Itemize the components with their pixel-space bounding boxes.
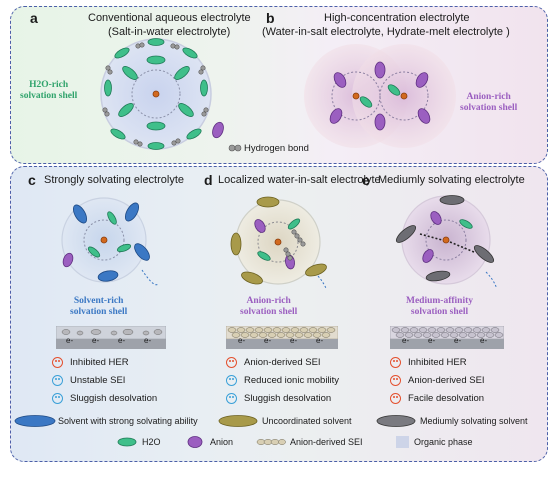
panel-a-subtitle: (Salt-in-water electrolyte) <box>108 26 231 38</box>
panel-d-letter: d <box>204 172 213 188</box>
panel-b-letter: b <box>266 10 275 26</box>
panel-b-solvation-diagram <box>304 44 456 148</box>
panel-e-electron-3: e- <box>454 336 462 345</box>
panel-a-solvation-diagram <box>100 38 224 150</box>
organic-phase-legend-icon <box>396 436 409 448</box>
panel-b-title: High-concentration electrolyte <box>324 12 470 24</box>
panel-d-title: Localized water-in-salt electrolyte <box>218 174 381 186</box>
panel-a-title: Conventional aqueous electrolyte <box>88 12 251 24</box>
happy-face-icon <box>52 357 63 368</box>
panel-d-electrode <box>226 326 338 349</box>
anion-legend-icon <box>187 436 203 448</box>
anion-sei-legend-icon <box>256 439 286 445</box>
h2o-legend-icon <box>117 437 137 447</box>
happy-face-icon <box>390 357 401 368</box>
happy-face-icon <box>390 393 401 404</box>
legend-h2o: H2O <box>142 437 161 447</box>
panel-d-electron-3: e- <box>290 336 298 345</box>
uncoordinated-solvent-legend-icon <box>218 415 258 427</box>
sad-face-icon <box>52 393 63 404</box>
legend-organic-phase: Organic phase <box>414 437 473 447</box>
panel-c-outcome-3: Sluggish desolvation <box>70 393 158 404</box>
hydrogen-bond-label: Hydrogen bond <box>244 143 309 154</box>
hydrogen-bond-icon <box>228 144 242 152</box>
panel-d-outcome-2: Reduced ionic mobility <box>244 375 340 386</box>
happy-face-icon <box>226 357 237 368</box>
panel-b-subtitle: (Water-in-salt electrolyte, Hydrate-melt… <box>262 26 510 38</box>
panel-c-solvation-diagram <box>61 197 159 286</box>
panel-d-solvation-diagram <box>230 196 327 288</box>
panel-c-letter: c <box>28 172 36 188</box>
panel-e-outcome-2: Anion-derived SEI <box>408 375 485 386</box>
panel-d-electron-1: e- <box>238 336 246 345</box>
panel-c-outcome-2: Unstable SEI <box>70 375 126 386</box>
panel-e-electron-4: e- <box>480 336 488 345</box>
panel-e-electron-2: e- <box>428 336 436 345</box>
happy-face-icon <box>390 375 401 386</box>
legend-medium-solvent: Mediumly solvating solvent <box>420 416 528 426</box>
panel-e-title: Mediumly solvating electrolyte <box>378 174 525 186</box>
legend-anion-sei: Anion-derived SEI <box>290 437 363 447</box>
legend-strong-solvent: Solvent with strong solvating ability <box>58 416 198 426</box>
panel-c-title: Strongly solvating electrolyte <box>44 174 185 186</box>
panel-c-electrode <box>56 326 166 349</box>
panel-top-frame <box>10 6 548 164</box>
panel-d-outcome-1: Anion-derived SEI <box>244 357 321 368</box>
panel-d-electron-2: e- <box>264 336 272 345</box>
panel-c-electron-1: e- <box>66 336 74 345</box>
panel-c-electron-2: e- <box>92 336 100 345</box>
panel-e-outcome-1: Inhibited HER <box>408 357 467 368</box>
panel-e-electrode <box>390 326 504 349</box>
strong-solvent-legend-icon <box>14 415 56 427</box>
panel-d-electron-4: e- <box>316 336 324 345</box>
legend-anion: Anion <box>210 437 234 447</box>
panel-c-electron-4: e- <box>144 336 152 345</box>
sad-face-icon <box>52 375 63 386</box>
panel-c-electron-3: e- <box>118 336 126 345</box>
legend-uncoordinated-solvent: Uncoordinated solvent <box>262 416 352 426</box>
panel-e-solvation-diagram <box>395 195 498 288</box>
panel-e-letter: e <box>362 172 370 188</box>
panel-a-letter: a <box>30 10 38 26</box>
panel-c-outcome-1: Inhibited HER <box>70 357 129 368</box>
panel-d-outcome-3: Sluggish desolvation <box>244 393 332 404</box>
medium-solvent-legend-icon <box>376 415 416 427</box>
panel-e-electron-1: e- <box>402 336 410 345</box>
sad-face-icon <box>226 393 237 404</box>
panel-e-outcome-3: Facile desolvation <box>408 393 485 404</box>
sad-face-icon <box>226 375 237 386</box>
